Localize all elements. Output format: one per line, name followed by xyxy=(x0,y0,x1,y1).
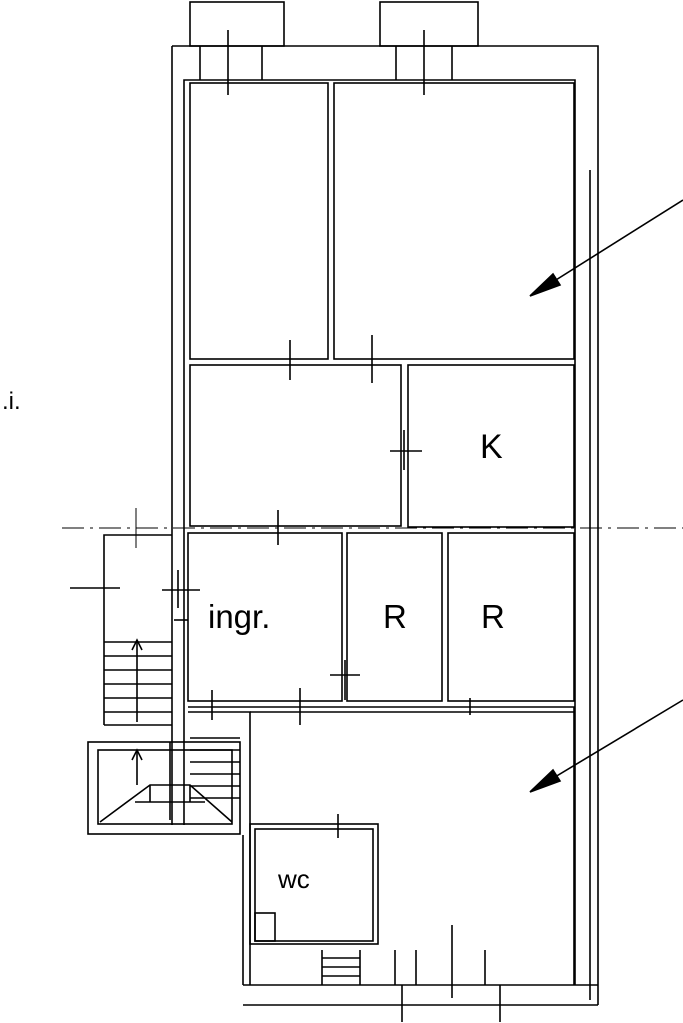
room-r2 xyxy=(447,532,575,702)
outer-wall xyxy=(171,45,599,1006)
room-wc xyxy=(249,814,379,945)
section-line xyxy=(62,508,683,548)
room-kitchen xyxy=(407,364,575,528)
room-r1-label: R xyxy=(383,598,407,635)
door-marks-upper xyxy=(289,335,373,383)
staircase xyxy=(70,534,241,835)
room-entrance xyxy=(187,532,343,702)
bottom-openings xyxy=(321,925,501,1022)
arrow-lower xyxy=(529,699,683,793)
margin-note-label: .i. xyxy=(2,388,21,415)
top-left-balcony xyxy=(189,1,285,47)
room-middle-left xyxy=(189,364,402,527)
room-r2-label: R xyxy=(481,598,505,635)
top-right-balcony xyxy=(379,1,479,47)
wc-label: wc xyxy=(278,864,310,894)
kitchen-label: K xyxy=(480,428,503,466)
arrow-upper xyxy=(529,199,683,297)
entrance-label: ingr. xyxy=(208,598,271,635)
room-upper-left xyxy=(189,82,329,360)
room-lower-large xyxy=(188,706,575,985)
top-windows xyxy=(199,30,453,95)
room-upper-right xyxy=(333,82,575,360)
room-r1 xyxy=(346,532,443,702)
